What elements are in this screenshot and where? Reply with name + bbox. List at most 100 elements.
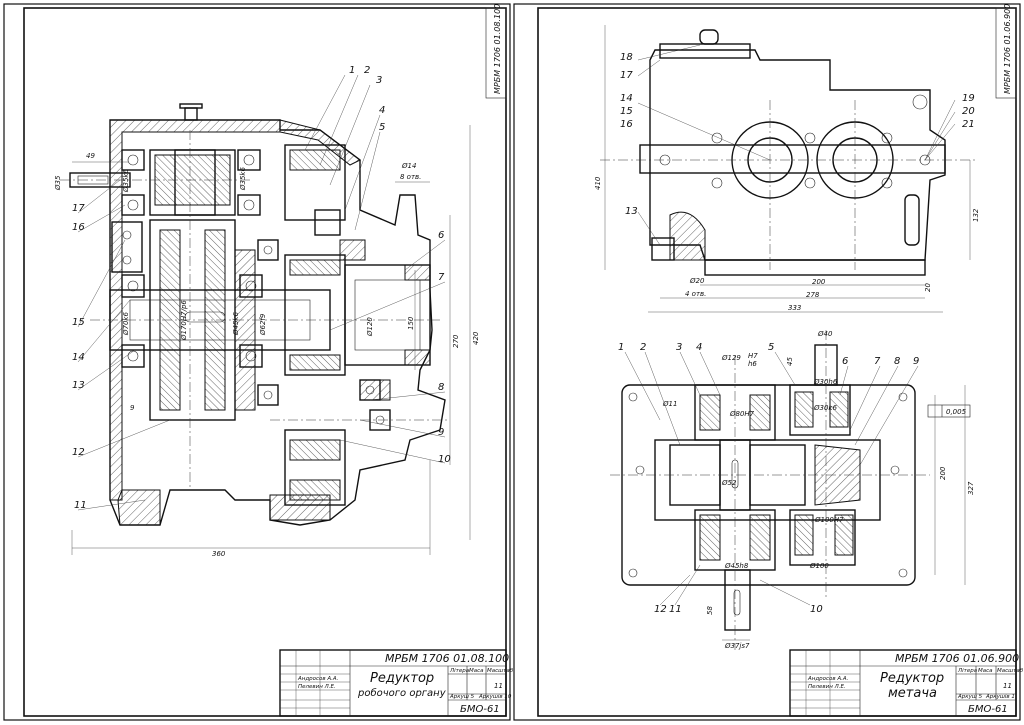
dim-270: 270 — [452, 334, 460, 348]
dim-360: 360 — [212, 550, 226, 558]
left-stamp-sheet: Аркуш 5 — [449, 694, 475, 700]
right-part-18: 18 — [620, 52, 633, 63]
right-title-block: МРБМ 1706 01.06.900 Редуктор метача Літе… — [789, 649, 1024, 717]
right-part-20: 20 — [962, 106, 975, 117]
dim-45: 45 — [786, 357, 794, 366]
dim-200-top: 200 — [812, 278, 826, 286]
right-part-14: 14 — [620, 93, 633, 104]
left-dimensions: 360 420 270 150 Ø120 49 Ø35 Ø35k6 Ø35k6 … — [54, 125, 480, 558]
left-part-7: 7 — [438, 272, 445, 283]
right-part-16: 16 — [620, 119, 633, 130]
dim-d52: Ø52 — [721, 479, 737, 487]
right-stamp-col-mass: Маса — [978, 668, 993, 674]
dim-132: 132 — [972, 208, 980, 222]
right-plan-callouts: 1 2 3 4 5 6 7 8 9 10 11 12 — [618, 342, 919, 615]
right-part-4: 4 — [696, 342, 702, 353]
tol-0005: 0,005 — [946, 408, 967, 416]
right-part-7: 7 — [874, 356, 881, 367]
left-stamp-title-1: Редуктор — [370, 671, 434, 686]
right-top-designation: МРБМ 1706 01.06.900 — [1003, 4, 1012, 94]
right-part-19: 19 — [962, 93, 975, 104]
dim-278: 278 — [806, 291, 820, 299]
right-stamp-designation: МРБМ 1706 01.06.900 — [895, 652, 1019, 665]
dim-d35k6-b: Ø35k6 — [239, 167, 247, 191]
right-stamp-sheets: Аркушів 1 — [985, 694, 1015, 700]
right-part-3: 3 — [676, 342, 682, 353]
sheet-right: МРБМ 1706 01.06.900 — [513, 3, 1024, 721]
right-plan-view — [610, 330, 930, 650]
dim-d100h7: Ø100H7 — [814, 516, 844, 524]
dim-49: 49 — [86, 152, 95, 160]
left-part-13: 13 — [72, 380, 85, 391]
dim-h7-a: H7 — [748, 352, 758, 360]
right-part-10: 10 — [810, 604, 823, 615]
dim-58: 58 — [706, 606, 714, 615]
dim-d37js7: Ø37js7 — [724, 642, 750, 650]
dim-d129: Ø129 — [721, 354, 741, 362]
dim-d170: Ø170H7/p6 — [180, 300, 188, 341]
left-stamp-sheet-total: 11 — [494, 682, 503, 690]
left-part-6: 6 — [438, 230, 444, 241]
right-top-callouts: 18 17 14 15 16 13 19 20 21 — [620, 44, 975, 246]
right-part-1: 1 — [618, 342, 624, 353]
right-part-6: 6 — [842, 356, 848, 367]
left-stamp-title-2: робочого органу — [357, 687, 447, 699]
left-reducer-section — [60, 103, 450, 526]
left-stamp-col-scale: Масштаб — [487, 668, 514, 674]
left-part-5: 5 — [379, 122, 385, 133]
dim-d45h8: Ø45h8 — [724, 562, 749, 570]
left-part-3: 3 — [376, 75, 382, 86]
left-part-11: 11 — [74, 500, 87, 511]
dim-d30k6: Ø30k6 — [813, 404, 837, 412]
dim-150: 150 — [407, 316, 415, 330]
left-part-2: 2 — [364, 65, 370, 76]
right-part-9: 9 — [913, 356, 919, 367]
dim-333: 333 — [788, 304, 801, 312]
left-stamp-checker: Пелевин Л.Е. — [298, 684, 336, 690]
left-part-12: 12 — [72, 447, 85, 458]
dim-d35: Ø35 — [54, 175, 62, 191]
right-stamp-group: БМО-61 — [968, 704, 1008, 715]
sheet-left: МРБМ 1706 01.08.100 — [3, 3, 514, 721]
right-part-12: 12 — [654, 604, 667, 615]
dim-d62f9: Ø62f9 — [259, 313, 267, 336]
right-stamp-checker: Пелевин Л.Е. — [808, 684, 846, 690]
dim-9: 9 — [130, 404, 135, 412]
left-part-16: 16 — [72, 222, 85, 233]
left-stamp-developer: Андросов А.А. — [297, 676, 339, 682]
dim-4holes: 4 отв. — [685, 290, 706, 298]
dim-d80h7: Ø80H7 — [729, 410, 755, 418]
dim-h6-a: h6 — [748, 360, 757, 368]
left-part-9: 9 — [438, 427, 444, 438]
dim-420: 420 — [472, 331, 480, 345]
left-part-callouts: 1 2 3 4 5 6 7 8 9 10 11 12 13 14 15 16 1… — [72, 65, 451, 511]
left-stamp-sheets: Аркушів 10 — [478, 694, 512, 700]
left-part-8: 8 — [438, 382, 444, 393]
dim-8holes: 8 отв. — [400, 173, 421, 181]
left-part-15: 15 — [72, 317, 85, 328]
right-stamp-sheet-total: 11 — [1003, 682, 1012, 690]
right-top-dimensions: 410 132 200 278 333 Ø20 4 отв. 20 — [594, 25, 980, 313]
dim-200-side: 200 — [939, 466, 947, 480]
right-part-2: 2 — [640, 342, 646, 353]
right-stamp-title-1: Редуктор — [880, 671, 944, 686]
dim-d14: Ø14 — [401, 162, 416, 170]
right-part-15: 15 — [620, 106, 633, 117]
left-part-17: 17 — [72, 203, 85, 214]
dim-d45k6: Ø45k6 — [232, 312, 240, 336]
right-plan-dimensions: Ø40 45 Ø129 H7 h6 Ø30h6 Ø30k6 Ø80H7 Ø52 … — [662, 330, 975, 650]
dim-d30h6: Ø30h6 — [813, 378, 838, 386]
left-stamp-designation: МРБМ 1706 01.08.100 — [385, 652, 509, 665]
right-part-21: 21 — [962, 119, 975, 130]
left-stamp-col-mass: Маса — [469, 668, 484, 674]
left-title-block: МРБМ 1706 01.08.100 Редуктор робочого ор… — [279, 649, 514, 717]
left-top-designation: МРБМ 1706 01.08.100 — [493, 4, 502, 94]
dim-327: 327 — [967, 481, 975, 495]
dim-20: 20 — [924, 283, 932, 292]
right-part-8: 8 — [894, 356, 900, 367]
right-stamp-sheet: Аркуш 5 — [957, 694, 983, 700]
left-part-10: 10 — [438, 454, 451, 465]
left-part-1: 1 — [349, 65, 355, 76]
dim-d100: Ø100 — [809, 562, 829, 570]
